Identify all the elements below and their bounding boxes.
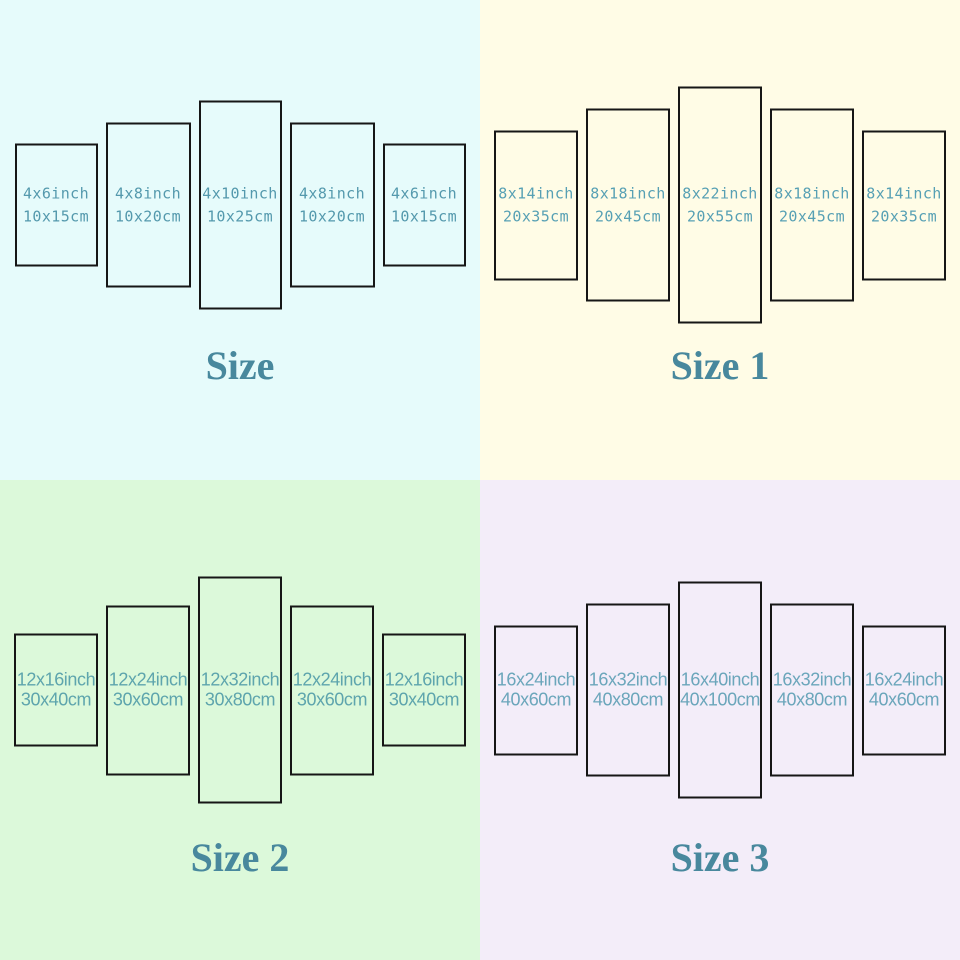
panel-size-label: 16x40inch 40x100cm (680, 669, 760, 709)
panel-size-label: 8x22inch 20x55cm (682, 184, 758, 226)
quadrant-size-3: 16x24inch 40x60cm 16x32inch 40x80cm 16x4… (480, 480, 960, 960)
panel-size-label: 16x32inch 40x80cm (588, 669, 668, 709)
size-panel: 12x32inch 30x80cm (198, 576, 282, 804)
size-panel: 12x16inch 30x40cm (14, 633, 98, 747)
size-panel: 4x8inch 10x20cm (289, 122, 375, 288)
panel-row: 8x14inch 20x35cm 8x18inch 20x45cm 8x22in… (480, 86, 960, 324)
panel-size-label: 12x32inch 30x80cm (200, 669, 280, 709)
panel-size-label: 12x16inch 30x40cm (16, 669, 96, 709)
panel-size-label: 4x8inch 10x20cm (298, 184, 365, 226)
size-panel: 12x24inch 30x60cm (106, 605, 190, 775)
size-panel: 8x14inch 20x35cm (494, 130, 578, 280)
panel-size-label: 8x18inch 20x45cm (590, 184, 666, 226)
panel-size-label: 8x18inch 20x45cm (774, 184, 850, 226)
panel-size-label: 4x6inch 10x15cm (22, 184, 89, 226)
size-panel: 8x18inch 20x45cm (770, 108, 854, 302)
size-panel: 16x32inch 40x80cm (770, 603, 854, 777)
panel-size-label: 8x14inch 20x35cm (866, 184, 942, 226)
size-panel: 16x40inch 40x100cm (678, 581, 762, 799)
size-panel: 4x6inch 10x15cm (14, 143, 98, 267)
size-group-title: Size 2 (190, 835, 290, 880)
panel-size-label: 12x16inch 30x40cm (384, 669, 464, 709)
panel-size-label: 8x14inch 20x35cm (498, 184, 574, 226)
panel-size-label: 16x24inch 40x60cm (496, 669, 576, 709)
size-panel: 12x24inch 30x60cm (290, 605, 374, 775)
size-panel: 8x14inch 20x35cm (862, 130, 946, 280)
size-group-title: Size 1 (670, 343, 770, 388)
panel-row: 16x24inch 40x60cm 16x32inch 40x80cm 16x4… (480, 581, 960, 799)
size-panel: 16x24inch 40x60cm (494, 625, 578, 755)
size-group-title: Size 3 (670, 835, 770, 880)
panel-size-label: 4x8inch 10x20cm (114, 184, 181, 226)
panel-row: 12x16inch 30x40cm 12x24inch 30x60cm 12x3… (0, 576, 480, 804)
panel-size-label: 4x10inch 10x25cm (202, 184, 278, 226)
size-panel: 4x8inch 10x20cm (105, 122, 191, 288)
size-panel: 12x16inch 30x40cm (382, 633, 466, 747)
size-panel: 16x32inch 40x80cm (586, 603, 670, 777)
size-panel: 8x22inch 20x55cm (678, 86, 762, 324)
quadrant-size: 4x6inch 10x15cm 4x8inch 10x20cm 4x10inch… (0, 0, 480, 480)
size-panel: 8x18inch 20x45cm (586, 108, 670, 302)
panel-row: 4x6inch 10x15cm 4x8inch 10x20cm 4x10inch… (0, 100, 480, 310)
size-panel: 4x10inch 10x25cm (198, 100, 282, 310)
panel-size-label: 16x32inch 40x80cm (772, 669, 852, 709)
panel-size-label: 12x24inch 30x60cm (108, 669, 188, 709)
quadrant-size-2: 12x16inch 30x40cm 12x24inch 30x60cm 12x3… (0, 480, 480, 960)
panel-size-label: 12x24inch 30x60cm (292, 669, 372, 709)
size-panel: 16x24inch 40x60cm (862, 625, 946, 755)
size-group-title: Size (205, 343, 275, 388)
panel-size-label: 16x24inch 40x60cm (864, 669, 944, 709)
size-panel: 4x6inch 10x15cm (382, 143, 466, 267)
quadrant-size-1: 8x14inch 20x35cm 8x18inch 20x45cm 8x22in… (480, 0, 960, 480)
panel-size-label: 4x6inch 10x15cm (390, 184, 457, 226)
